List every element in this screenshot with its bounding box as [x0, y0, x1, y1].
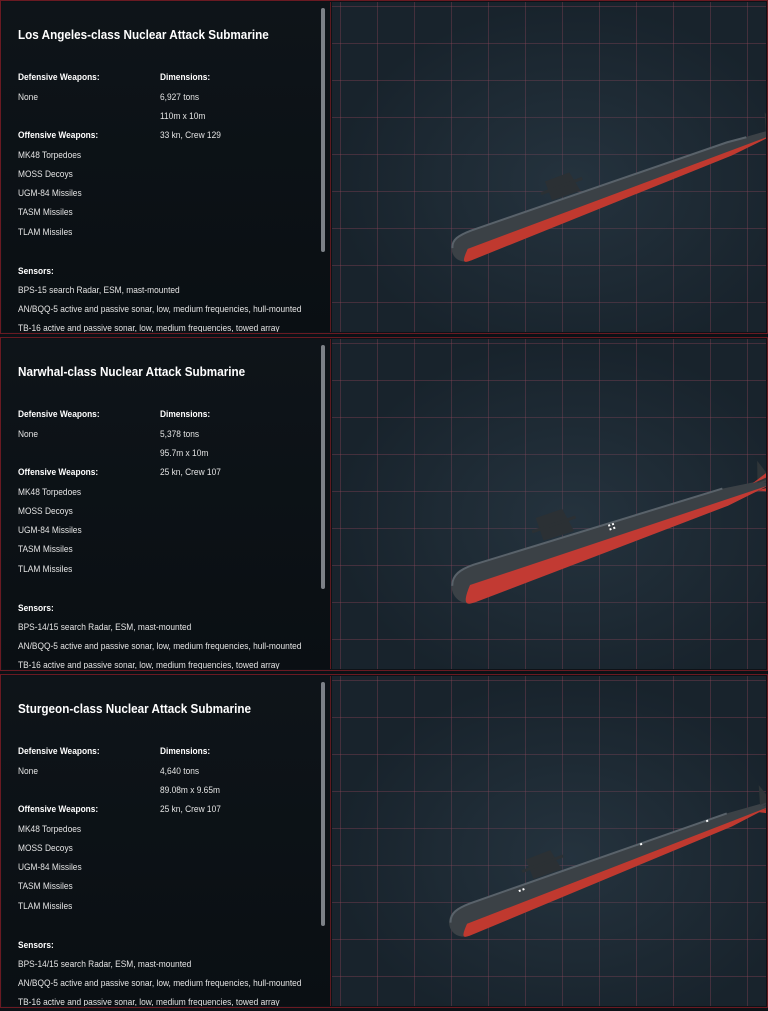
offensive-weapon-item: TLAM Missiles	[18, 227, 73, 238]
offensive-weapon-item: TLAM Missiles	[18, 564, 73, 575]
dimensions-label: Dimensions:	[160, 72, 211, 83]
submarine-model-icon	[451, 112, 766, 262]
sensor-item: BPS-14/15 search Radar, ESM, mast-mounte…	[18, 959, 192, 970]
defensive-weapons-label: Defensive Weapons:	[18, 72, 100, 83]
defensive-weapon-item: None	[18, 429, 38, 440]
offensive-weapon-item: MK48 Torpedoes	[18, 487, 82, 498]
offensive-weapon-item: UGM-84 Missiles	[18, 862, 82, 873]
scrollbar-thumb[interactable]	[321, 345, 325, 589]
sensors-label: Sensors:	[18, 603, 54, 614]
dimension-speed-crew: 25 kn, Crew 107	[160, 804, 221, 815]
defensive-weapon-item: None	[18, 92, 38, 103]
dimension-size: 110m x 10m	[160, 111, 206, 122]
submarine-title: Sturgeon-class Nuclear Attack Submarine	[18, 701, 252, 716]
dimensions-label: Dimensions:	[160, 746, 211, 757]
offensive-weapon-item: TASM Missiles	[18, 207, 73, 218]
scrollbar-thumb[interactable]	[321, 682, 325, 926]
sensor-item: AN/BQQ-5 active and passive sonar, low, …	[18, 641, 302, 652]
sensor-item: TB-16 active and passive sonar, low, med…	[18, 997, 280, 1006]
sensors-label: Sensors:	[18, 940, 54, 951]
dimension-tonnage: 6,927 tons	[160, 92, 200, 103]
submarine-title: Los Angeles-class Nuclear Attack Submari…	[18, 27, 269, 42]
model-viewer[interactable]	[332, 676, 766, 1006]
sensor-item: BPS-15 search Radar, ESM, mast-mounted	[18, 285, 180, 296]
offensive-weapon-item: MOSS Decoys	[18, 506, 73, 517]
offensive-weapons-label: Offensive Weapons:	[18, 467, 99, 478]
offensive-weapon-item: MK48 Torpedoes	[18, 150, 82, 161]
info-panel[interactable]: Sturgeon-class Nuclear Attack Submarine …	[2, 676, 331, 1006]
dimension-speed-crew: 25 kn, Crew 107	[160, 467, 221, 478]
sensor-item: BPS-14/15 search Radar, ESM, mast-mounte…	[18, 622, 192, 633]
offensive-weapon-item: MOSS Decoys	[18, 169, 73, 180]
submarine-card-los-angeles: Los Angeles-class Nuclear Attack Submari…	[0, 0, 768, 334]
offensive-weapon-item: TLAM Missiles	[18, 901, 73, 912]
offensive-weapons-label: Offensive Weapons:	[18, 130, 99, 141]
defensive-weapons-label: Defensive Weapons:	[18, 746, 100, 757]
dimension-tonnage: 5,378 tons	[160, 429, 200, 440]
info-panel[interactable]: Narwhal-class Nuclear Attack Submarine D…	[2, 339, 331, 669]
sensor-item: TB-16 active and passive sonar, low, med…	[18, 660, 280, 669]
defensive-weapon-item: None	[18, 766, 38, 777]
defensive-weapons-label: Defensive Weapons:	[18, 409, 100, 420]
dimension-size: 89.08m x 9.65m	[160, 785, 220, 796]
offensive-weapon-item: TASM Missiles	[18, 544, 73, 555]
submarine-model-icon	[451, 460, 766, 604]
submarine-model-icon	[449, 785, 766, 937]
submarine-title: Narwhal-class Nuclear Attack Submarine	[18, 364, 246, 379]
sensor-item: AN/BQQ-5 active and passive sonar, low, …	[18, 978, 302, 989]
dimension-tonnage: 4,640 tons	[160, 766, 200, 777]
model-viewer[interactable]	[332, 339, 766, 669]
offensive-weapon-item: UGM-84 Missiles	[18, 188, 82, 199]
offensive-weapons-label: Offensive Weapons:	[18, 804, 99, 815]
sensor-item: AN/BQQ-5 active and passive sonar, low, …	[18, 304, 302, 315]
offensive-weapon-item: MOSS Decoys	[18, 843, 73, 854]
sensor-item: TB-16 active and passive sonar, low, med…	[18, 323, 280, 332]
submarine-card-narwhal: Narwhal-class Nuclear Attack Submarine D…	[0, 337, 768, 671]
model-viewer[interactable]	[332, 2, 766, 332]
dimension-size: 95.7m x 10m	[160, 448, 209, 459]
submarine-card-sturgeon: Sturgeon-class Nuclear Attack Submarine …	[0, 674, 768, 1008]
dimension-speed-crew: 33 kn, Crew 129	[160, 130, 221, 141]
offensive-weapon-item: MK48 Torpedoes	[18, 824, 82, 835]
offensive-weapon-item: UGM-84 Missiles	[18, 525, 82, 536]
sensors-label: Sensors:	[18, 266, 54, 277]
dimensions-label: Dimensions:	[160, 409, 211, 420]
scrollbar-thumb[interactable]	[321, 8, 325, 252]
info-panel[interactable]: Los Angeles-class Nuclear Attack Submari…	[2, 2, 331, 332]
offensive-weapon-item: TASM Missiles	[18, 881, 73, 892]
